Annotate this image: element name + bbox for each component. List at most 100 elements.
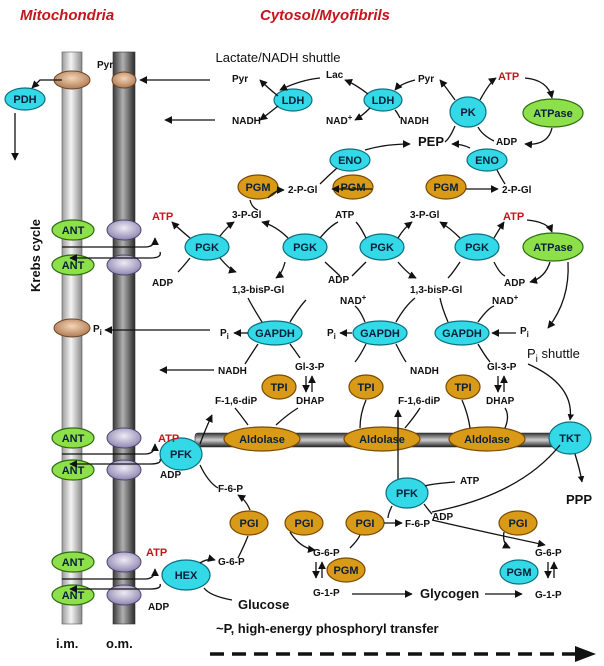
pgm-label: PGM [340,182,365,194]
ant-enzyme [51,459,95,481]
atp-pfk2-link [424,481,456,487]
pfk-label: PFK [396,488,418,500]
ant-enzyme [51,551,95,573]
ant-label: ANT [62,557,85,569]
pgk-enzyme-4 [454,233,500,261]
nad-label-2: NAD+ [340,293,367,307]
tpi-enzyme-2 [348,374,384,400]
g6p-to-pgi3-link [349,534,361,549]
pk-pyr-arrow [439,79,456,101]
pgm-enzyme-3 [425,174,467,200]
pgk-enzyme-2 [282,233,328,261]
ant-unit-1: ANT ANT [51,219,161,276]
nad-label-3: NAD+ [492,293,519,307]
pk-label: PK [460,107,475,119]
pgi-label: PGI [509,518,528,530]
pgk2-adp-link [324,261,341,277]
pgm-enzyme-4 [326,557,366,583]
ant-label: ANT [62,225,85,237]
pgk1-bpg-arrow [219,257,237,274]
pg3-label-1: 3-P-Gl [232,210,262,221]
pg2-label-1: 2-P-Gl [288,185,318,196]
aldolase2-tpi-link [359,399,367,429]
gapdh2-gl3p-link [354,343,367,363]
pgm1-link [249,199,259,211]
aldolase-label: Aldolase [359,434,405,446]
f6p-label-2: F-6-P [405,519,430,530]
tkt-to-ppp-arrow [574,453,585,483]
pgm-label: PGM [333,565,358,577]
adp-to-pk-arrow [477,126,495,142]
porin-pi [53,318,91,338]
fbp-label-2: F-1,6-diP [398,396,441,407]
g6p-label-2: G-6-P [313,548,340,559]
adp-pgk4-label: ADP [504,278,525,289]
pi-label-2: Pi [327,328,336,341]
glycogen-label: Glycogen [420,586,479,601]
pgk3-pg3-arrow [397,221,413,239]
adp-import-arrow [69,458,161,468]
atpase-right-to-adp-arrow [529,261,551,284]
ant-enzyme [51,427,95,449]
gapdh1-bpg-link [247,297,263,323]
cytosol-header: Cytosol/Myofibrils [260,7,390,24]
pyr-porin-label: Pyr [97,60,113,71]
nadh-label-3: NADH [218,366,247,377]
nadh-label-2: NADH [400,116,429,127]
gapdh1-nadh-link [244,343,259,365]
pgi-label: PGI [356,518,375,530]
pyr-label-1: Pyr [232,74,248,85]
atp-pgk1-label: ATP [152,211,173,223]
fbp-label-1: F-1,6-diP [215,396,258,407]
pdh-enzyme [4,87,46,111]
g6p-label-1: G-6-P [218,557,245,568]
pgk-label: PGK [195,242,219,254]
hex-to-g6p-arrow [199,554,216,564]
nadh-into-ldh2-arrow [394,109,401,119]
ldh-enzyme-2 [363,88,403,112]
ant-label: ANT [62,433,85,445]
gapdh3-nad-link [477,305,495,323]
gapdh3-gl3p-link [477,343,491,363]
atp-to-atpase-arrow [524,77,555,99]
adp-import-arrow [69,251,161,262]
pgk2-bpg-arrow [275,261,286,279]
pgk4-bpg-link [447,261,461,279]
porin-pyr-outer [111,71,137,89]
pgk1-adp-link [177,257,191,273]
pk-enzyme [449,96,487,128]
lactate-shuttle-title: Lactate/NADH shuttle [215,50,340,65]
adp-pfk-label: ADP [160,470,181,481]
aldolase-enzyme-3 [448,426,526,452]
pgi-enzyme-2 [284,510,324,536]
pgi-label: PGI [240,518,259,530]
tpi-enzyme-3 [445,374,481,400]
bpg-label-2: 1,3-bisP-Gl [410,285,462,296]
pi-label-3: Pi [520,326,529,339]
pi-to-tkt-arrow [527,363,575,421]
pgm-label: PGM [245,182,270,194]
atp-middle-label: ATP [335,210,355,221]
atp-pfk-label: ATP [158,433,179,445]
pgi-label: PGI [295,518,314,530]
ant-unit-2: ANT ANT [51,427,161,481]
g1p-label-1: G-1-P [313,588,340,599]
f6p-pfk2-link [387,505,393,519]
gapdh-enzyme-3 [434,320,490,346]
aldolase-enzyme-1 [223,426,301,452]
pgi1-to-f6p-arrow [237,494,251,511]
atpase-enzyme-right [522,232,584,262]
gapdh2-nadh-link [395,343,407,363]
tkt-label: TKT [559,433,581,445]
bpg-label-1: 1,3-bisP-Gl [232,285,284,296]
pgk4-atp-arrow [493,221,505,239]
adp-pfk2-link [423,503,433,515]
dhap-label-2: DHAP [486,396,515,407]
gapdh1-gl3p-link [289,343,301,359]
pyr-to-ldh2-arrow [394,79,416,91]
pgi-enzyme-4 [498,510,538,536]
pg2-label-2: 2-P-Gl [502,185,532,196]
nadh-label-1: NADH [232,116,261,127]
pg3-label-2: 3-P-Gl [410,210,440,221]
